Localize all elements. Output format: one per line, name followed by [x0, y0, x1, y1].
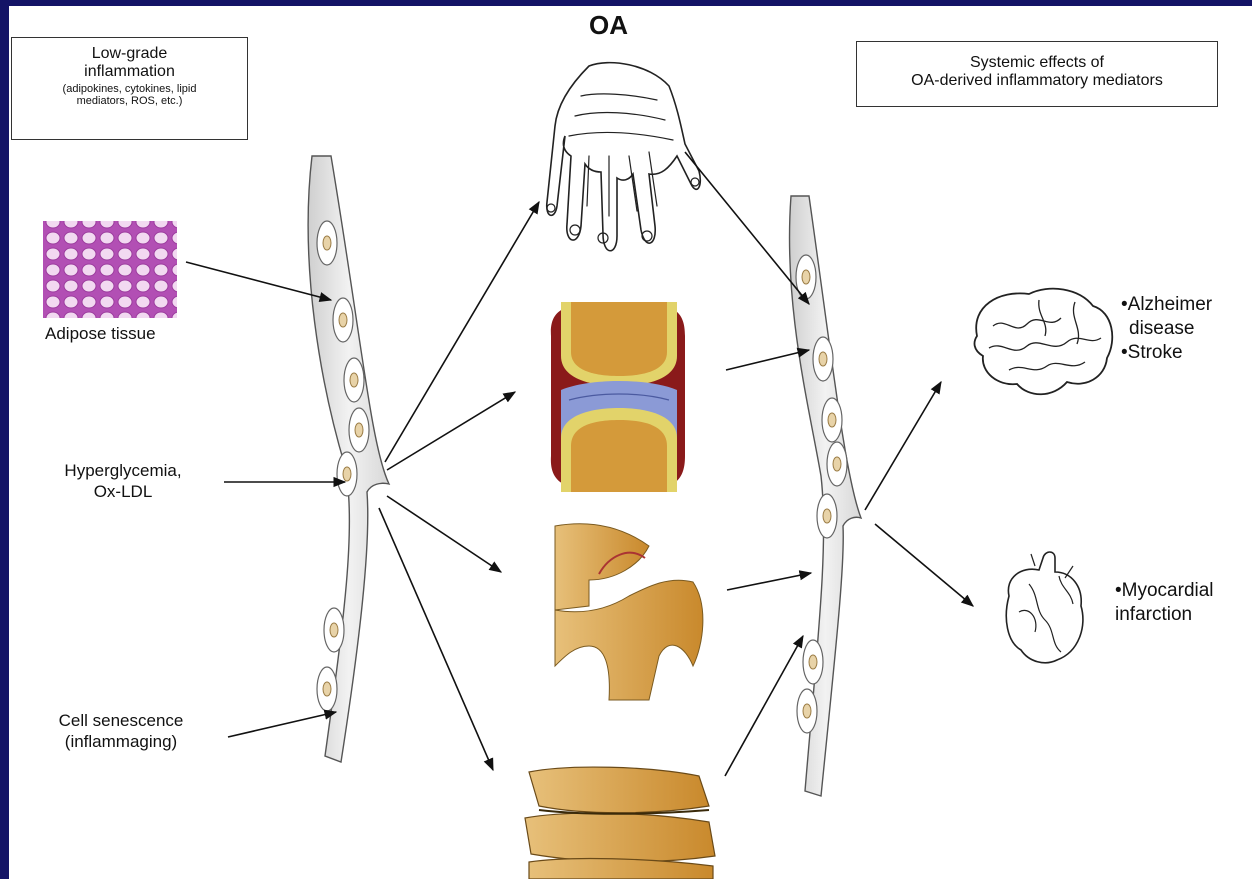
arrow-vessel-to-hip [387, 496, 501, 572]
arrow-vessel-to-hand [385, 202, 539, 462]
heart-icon [1006, 552, 1083, 663]
adipose-tissue-icon [43, 221, 177, 318]
hip-joint-icon [555, 520, 703, 700]
arrow-vessel-to-knee [387, 392, 515, 470]
arrow-spine-to-vessel [725, 636, 803, 776]
knee-joint-icon [545, 302, 685, 492]
right-vessel [789, 196, 861, 796]
arrow-vessel-to-heart [875, 524, 973, 606]
arrow-senescence-to-vessel [228, 712, 336, 737]
arrow-vessel-to-spine [379, 508, 493, 770]
left-frame-bar [0, 0, 9, 879]
slide: OA Low-grade inflammation (adipokines, c… [9, 6, 1252, 879]
arrow-hip-to-vessel [727, 573, 811, 590]
spine-icon [521, 766, 715, 879]
left-vessel [308, 156, 389, 762]
brain-icon [975, 289, 1113, 395]
hand-skeleton-icon [547, 63, 701, 251]
arrow-vessel-to-brain [865, 382, 941, 510]
diagram-graphics [9, 6, 1252, 879]
arrow-knee-to-vessel [726, 350, 809, 370]
